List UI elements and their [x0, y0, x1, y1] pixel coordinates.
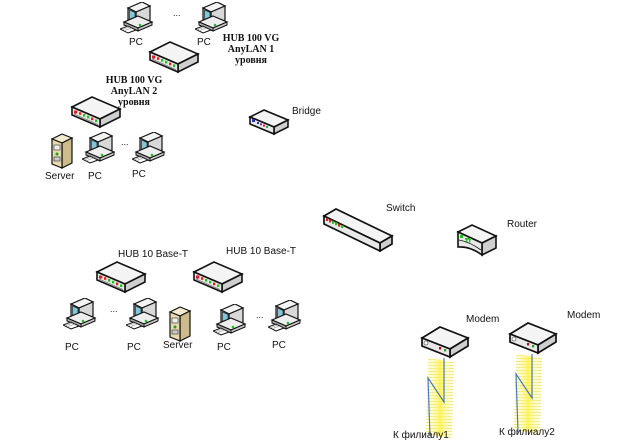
- hub-icon: [148, 40, 200, 74]
- pc-label: PC: [272, 340, 286, 351]
- pc-icon: [132, 132, 168, 166]
- branch-link-label: К филиалу1: [393, 430, 449, 441]
- modem-icon: [420, 324, 470, 360]
- hub-icon: [70, 95, 122, 129]
- ellipsis: ...: [173, 8, 181, 18]
- wireless-link-icon: [420, 358, 460, 438]
- ellipsis: ...: [121, 137, 129, 147]
- router-label: Router: [507, 219, 538, 230]
- pc-icon: [120, 2, 156, 36]
- branch-link-label: К филиалу2: [499, 427, 555, 438]
- router-icon: [454, 222, 498, 258]
- pc-icon: [213, 304, 249, 338]
- ellipsis: ...: [256, 310, 264, 320]
- pc-icon: [126, 298, 162, 332]
- server-label: Server: [163, 340, 193, 351]
- modem-icon: [508, 320, 558, 356]
- switch-icon: [322, 206, 394, 252]
- pc-label: PC: [197, 37, 211, 48]
- hub-icon: [95, 260, 147, 294]
- pc-label: PC: [129, 37, 143, 48]
- hub-icon: [192, 260, 244, 294]
- pc-label: PC: [132, 169, 146, 180]
- pc-label: PC: [65, 342, 79, 353]
- modem-label: Modem: [567, 310, 601, 321]
- wireless-link-icon: [508, 354, 548, 434]
- pc-icon: [63, 298, 99, 332]
- hub-10-base-t-label: HUB 10 Base-T: [226, 246, 297, 257]
- switch-label: Switch: [386, 203, 416, 214]
- pc-label: PC: [127, 342, 141, 353]
- modem-label: Modem: [466, 314, 500, 325]
- bridge-label: Bridge: [292, 106, 321, 117]
- hub-anylan-1-label: HUB 100 VG AnyLAN 1 уровня: [222, 33, 280, 66]
- pc-icon: [268, 300, 304, 334]
- bridge-icon: [248, 107, 290, 137]
- ellipsis: ...: [110, 304, 118, 314]
- pc-icon: [82, 132, 118, 166]
- server-icon: [166, 306, 192, 342]
- pc-label: PC: [88, 171, 102, 182]
- pc-icon: [195, 2, 231, 36]
- hub-anylan-2-label: HUB 100 VG AnyLAN 2 уровня: [105, 75, 163, 108]
- server-icon: [48, 133, 74, 169]
- hub-10-base-t-label: HUB 10 Base-T: [118, 249, 189, 260]
- server-label: Server: [45, 171, 75, 182]
- pc-label: PC: [217, 342, 231, 353]
